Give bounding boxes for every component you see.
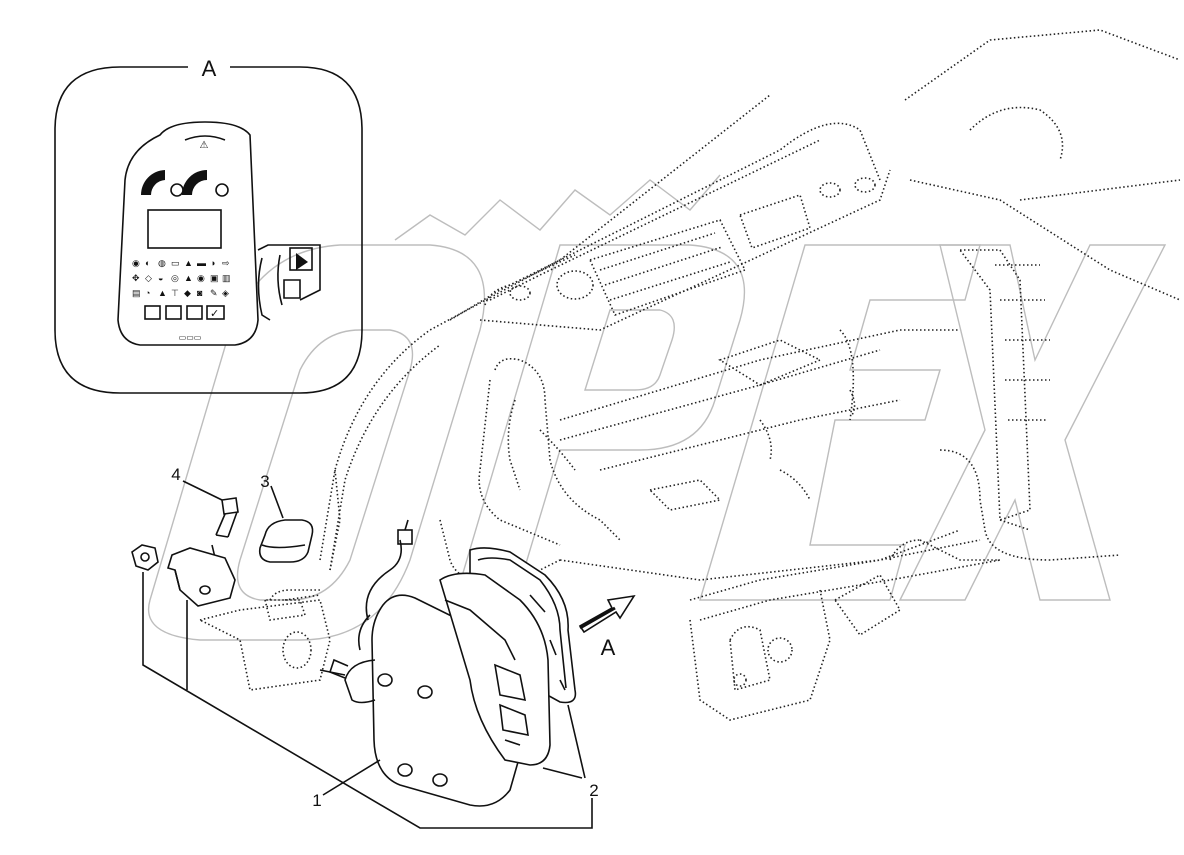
maker-logo: ▭▭▭ [179,333,202,342]
svg-text:◆: ◆ [184,288,191,298]
svg-text:▭: ▭ [171,258,180,268]
svg-text:◉: ◉ [132,258,140,268]
svg-text:▣: ▣ [210,273,219,283]
svg-text:◇: ◇ [145,273,152,283]
svg-text:◎: ◎ [171,273,179,283]
warning-triangle-icon: ⚠ [200,140,209,151]
svg-text:✓: ✓ [210,308,219,320]
bolt-part-4 [211,497,239,571]
display-panel: ⚠ ◉ ◐ ◍ ▭ ▲ ▬ ◑ ⇨ ✥ ◇ ◒ ◎ ▲ ◉ ▣▥ ▤ ◔ ▲ ⊤ ◆ ◙ ✎ ◈ ✓ ▭▭▭ [117,121,259,346]
lcd-screen [147,209,222,249]
svg-text:◍: ◍ [158,258,166,268]
bracket [166,547,236,607]
indicator-lamps-icon: ◉ ◐ ◍ ▭ ▲ ▬ ◑ ⇨ ✥ ◇ ◒ ◎ ▲ ◉ ▣▥ ▤ ◔ ▲ ⊤ ◆ ◙ ✎ ◈ [132,258,231,298]
svg-text:✎: ✎ [210,288,218,298]
svg-text:▤: ▤ [132,288,141,298]
svg-text:▲: ▲ [158,288,167,298]
svg-text:◔: ◔ [145,288,150,298]
frame-part-2 [439,547,577,766]
svg-text:◉: ◉ [197,273,205,283]
svg-text:⇨: ⇨ [222,258,230,268]
svg-text:◑: ◑ [210,258,215,268]
nut [131,544,159,571]
temp-gauge-icon [182,170,207,195]
svg-text:⊤: ⊤ [171,288,179,298]
callout-2: 2 [589,781,598,800]
cap-part-3 [258,519,314,563]
opex-watermark [148,174,1167,641]
callout-3: 3 [260,472,269,491]
fuel-gauge-icon [140,170,165,195]
svg-text:▲: ▲ [184,273,193,283]
cab-structure [197,29,1181,721]
panel-buttons: ✓ [144,305,225,320]
arrow-a-label: A [601,635,616,660]
callout-1: 1 [312,791,321,810]
svg-text:▲: ▲ [184,258,193,268]
svg-text:✥: ✥ [132,273,140,283]
leader-lines [142,480,593,829]
panel-side-unit [257,244,321,321]
svg-text:▬: ▬ [197,258,206,268]
svg-text:◒: ◒ [158,273,163,283]
view-a-label: A [202,56,217,81]
callout-4: 4 [171,465,180,484]
view-direction-arrow: A [578,594,636,660]
inset-view-a: A ⚠ ◉ ◐ ◍ ▭ ▲ ▬ ◑ ⇨ ✥ ◇ ◒ ◎ ▲ ◉ ▣▥ ▤ ◔ ▲ ⊤ ◆ ◙ ✎ ◈ ✓ ▭▭▭ [54,56,363,394]
svg-text:◈: ◈ [222,288,229,298]
svg-text:▥: ▥ [222,273,231,283]
svg-text:◙: ◙ [197,288,203,298]
svg-text:◐: ◐ [145,258,150,268]
